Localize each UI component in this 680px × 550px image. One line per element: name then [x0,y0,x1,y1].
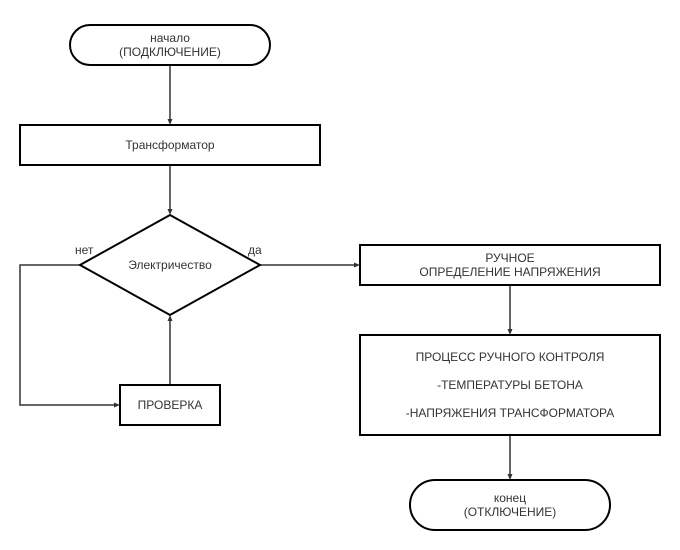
arrowhead [167,209,173,215]
edge-label-yes: да [248,243,262,257]
electricity-decision-diamond[interactable] [77,213,263,317]
manual-voltage-line1: РУЧНОЕ [485,251,535,265]
check-label-text: ПРОВЕРКА [137,398,203,412]
arrowhead [167,315,173,321]
end-label-line2: (ОТКЛЮЧЕНИЕ) [463,505,557,519]
end-label-line1: конец [493,491,527,505]
start-label: начало (ПОДКЛЮЧЕНИЕ) [70,25,270,65]
arrowhead [114,402,120,408]
check-label: ПРОВЕРКА [120,385,220,425]
decision-label-text: Электричество [128,258,212,272]
manual-voltage-line2: ОПРЕДЕЛЕНИЕ НАПРЯЖЕНИЯ [419,265,601,279]
edge-label-no: нет [75,243,94,257]
transformer-label: Трансформатор [20,125,320,165]
transformer-process-box[interactable] [19,124,321,166]
check-box[interactable] [119,384,221,426]
manual-control-label: ПРОЦЕСС РУЧНОГО КОНТРОЛЯ -ТЕМПЕРАТУРЫ БЕ… [360,335,660,435]
manual-control-process-box[interactable] [359,334,661,436]
manual-voltage-box[interactable] [359,244,661,286]
arrowhead [354,262,360,268]
decision-label: Электричество [80,255,260,275]
arrowhead [507,474,513,480]
edge-decision-no-to-check [19,264,114,406]
manual-control-line1: ПРОЦЕСС РУЧНОГО КОНТРОЛЯ [415,350,605,364]
arrowhead [507,329,513,335]
transformer-label-text: Трансформатор [125,138,215,152]
manual-control-line2: -ТЕМПЕРАТУРЫ БЕТОНА [437,378,583,392]
start-label-line2: (ПОДКЛЮЧЕНИЕ) [119,45,221,59]
start-terminator[interactable] [69,24,271,66]
manual-control-line3: -НАПРЯЖЕНИЯ ТРАНСФОРМАТОРА [405,406,615,420]
manual-voltage-label: РУЧНОЕ ОПРЕДЕЛЕНИЕ НАПРЯЖЕНИЯ [360,245,660,285]
arrowhead [167,119,173,125]
start-label-line1: начало [150,31,190,45]
end-label: конец (ОТКЛЮЧЕНИЕ) [410,480,610,530]
end-terminator[interactable] [409,479,611,531]
